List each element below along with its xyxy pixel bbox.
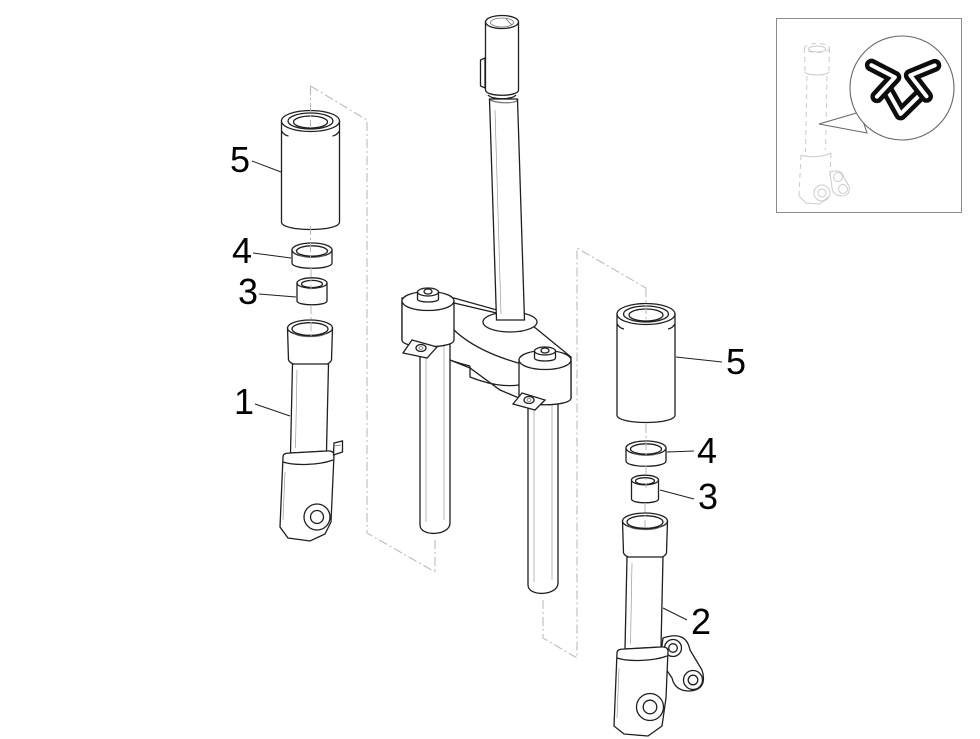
alignment-lines xyxy=(310,85,647,659)
alignment-line-right xyxy=(542,247,647,659)
faded-fork-leg-sketch xyxy=(798,43,850,205)
leader-right-2 xyxy=(662,607,688,621)
leader-right-4 xyxy=(666,450,695,453)
inset-panel xyxy=(776,18,962,213)
left-dust-cover xyxy=(280,109,341,231)
fork-stem xyxy=(479,14,526,321)
brand-logo-bubble xyxy=(818,35,955,141)
preload-bolt-left xyxy=(423,288,433,295)
left-seal-ring xyxy=(291,242,333,269)
stem-bore xyxy=(490,17,514,28)
preload-bolt-right xyxy=(540,347,550,354)
bubble-circle xyxy=(849,35,955,141)
callout-label-right-3: 3 xyxy=(698,476,718,517)
leader-left-4 xyxy=(252,252,292,259)
leader-right-3 xyxy=(659,489,695,500)
callout-label-right-5: 5 xyxy=(726,341,746,382)
callout-label-left-3: 3 xyxy=(238,271,258,312)
right-bushing xyxy=(630,474,660,504)
callout-label-left-5: 5 xyxy=(230,139,250,180)
leader-left-5 xyxy=(251,160,282,173)
left-fork-leg xyxy=(279,319,344,542)
callout-label-left-4: 4 xyxy=(232,230,252,271)
right-stanchion xyxy=(527,399,559,595)
left-clamp-boss xyxy=(401,287,455,359)
left-leg-tab xyxy=(332,440,344,456)
left-bushing xyxy=(296,277,328,306)
right-clamp-boss xyxy=(511,346,572,411)
alignment-line-left xyxy=(310,85,436,573)
right-dust-cover xyxy=(616,302,676,424)
left-stanchion xyxy=(419,340,451,535)
stem-tab xyxy=(479,56,486,90)
callout-label-1: 1 xyxy=(234,381,254,422)
leader-left-1 xyxy=(254,403,291,417)
triskelion-logo-icon xyxy=(864,58,942,121)
callouts: 5 4 3 1 5 4 3 2 xyxy=(230,139,746,642)
callout-label-2: 2 xyxy=(691,601,711,642)
callout-label-right-4: 4 xyxy=(697,430,717,471)
leader-right-5 xyxy=(675,356,723,363)
leader-left-3 xyxy=(258,293,297,298)
